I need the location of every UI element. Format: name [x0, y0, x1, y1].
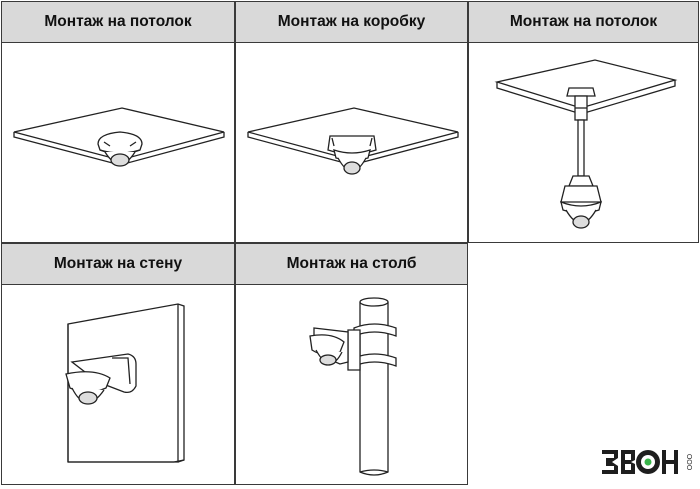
company-logo: ООО [598, 440, 694, 484]
panel-title: Монтаж на стену [2, 244, 234, 285]
panel-title: Монтаж на потолок [2, 2, 234, 43]
panel-title: Монтаж на потолок [469, 2, 698, 43]
wall-mount-illustration [2, 284, 234, 484]
ceiling-mount-illustration [2, 42, 234, 242]
pole-mount-illustration [236, 284, 467, 484]
logo-subtext: ООО [685, 454, 692, 471]
box-mount-illustration [236, 42, 467, 242]
panel-pole-mount: Монтаж на столб [235, 243, 468, 485]
panel-wall-mount: Монтаж на стену [1, 243, 235, 485]
pendant-mount-illustration [469, 42, 698, 242]
panel-ceiling-mount: Монтаж на потолок [1, 1, 235, 243]
panel-pendant-ceiling-mount: Монтаж на потолок [468, 1, 699, 243]
panel-title: Монтаж на столб [236, 244, 467, 285]
panel-title: Монтаж на коробку [236, 2, 467, 43]
panel-box-mount: Монтаж на коробку [235, 1, 468, 243]
